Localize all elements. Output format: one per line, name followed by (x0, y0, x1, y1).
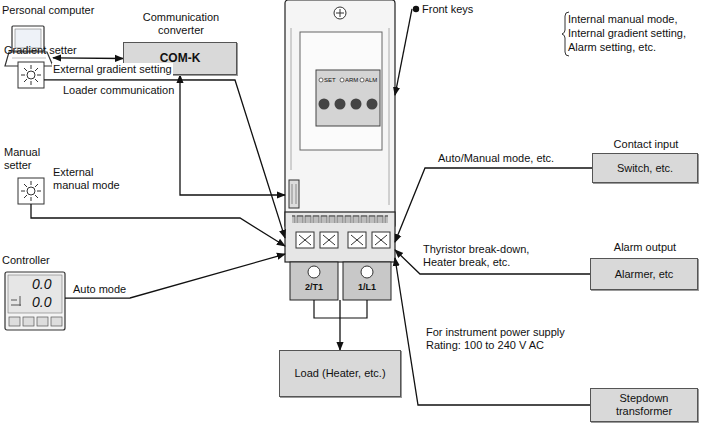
node-label: Load (Heater, etc.) (294, 367, 385, 380)
power-regulator: 2/T1 1/L1 (285, 0, 395, 300)
setter-icon (18, 178, 44, 204)
front-keys-note: Front keysInternal manual mode, Internal… (412, 2, 698, 60)
connector (65, 254, 285, 298)
indicator-label: ALM (365, 77, 377, 84)
signal-label: External gradient setting (52, 63, 173, 76)
node-heading: Controller (2, 254, 50, 267)
signal-label: Auto mode (72, 283, 127, 296)
node-heading: 2/T1 (290, 281, 338, 294)
signal-label: Auto/Manual mode, etc. (437, 152, 555, 165)
display-digits: 0.0 (32, 294, 51, 310)
node-heading: Gradient setter (4, 44, 77, 57)
indicator-label: ARM (345, 77, 358, 84)
power-regulator-unit (285, 0, 395, 300)
indicator-label: SET (324, 77, 336, 84)
alarm-box: Alarm outputAlarmer, etc (590, 258, 698, 290)
input-box: Contact inputSwitch, etc. (592, 153, 698, 183)
signal-label: External manual mode (52, 166, 124, 192)
node-heading: Contact input (593, 138, 699, 151)
connector (31, 204, 285, 246)
connector (339, 300, 340, 350)
node-heading: Communication converter (124, 11, 238, 37)
node-heading: Alarm output (591, 241, 699, 254)
setter-node: Gradient setter (18, 62, 44, 88)
node-label: Stepdown transformer (608, 392, 680, 418)
connector (180, 75, 285, 195)
signal-label: For instrument power supply Rating: 100 … (425, 326, 577, 352)
node-heading: Internal manual mode, Internal gradient … (568, 12, 688, 54)
display-digits: 0.0 (32, 276, 51, 292)
load-box: Load (Heater, etc.) (279, 350, 401, 397)
transformer-box: Stepdown transformer (590, 388, 698, 422)
connector (53, 57, 123, 59)
connector (395, 258, 590, 405)
connector (44, 80, 285, 238)
node-label: Alarmer, etc (615, 268, 674, 281)
node-heading: 1/L1 (343, 281, 391, 294)
node-heading: Personal computer (2, 4, 94, 17)
setter-node: Manual setter (18, 178, 44, 204)
connector (395, 9, 412, 95)
setter-icon (18, 62, 44, 88)
node-heading: Front keys (422, 3, 473, 16)
node-label: Switch, etc. (617, 162, 673, 175)
signal-label: Loader communication (62, 84, 175, 97)
signal-label: Thyristor break-down, Heater break, etc. (422, 243, 542, 269)
controller-icon (5, 272, 65, 330)
connector (395, 168, 592, 242)
node-heading: Manual setter (4, 146, 59, 172)
